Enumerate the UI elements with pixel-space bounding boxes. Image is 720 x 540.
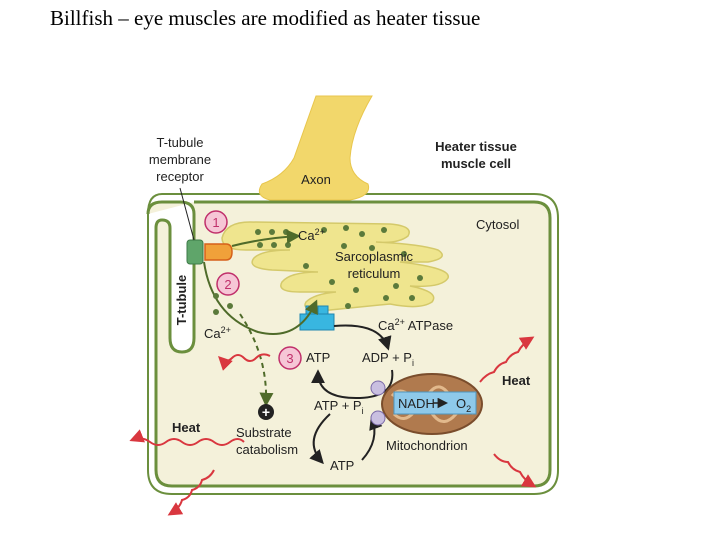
label-substrate-1: Substrate	[236, 425, 292, 440]
label-ca-atpase: Ca2+ ATPase	[378, 317, 453, 333]
label-heat-left: Heat	[172, 420, 201, 435]
label-receptor-2: membrane	[149, 152, 211, 167]
label-atp-bottom: ATP	[330, 458, 354, 473]
axon	[258, 95, 373, 201]
plus-marker	[258, 404, 274, 420]
t-tubule-receptor	[186, 239, 204, 265]
slide-title: Billfish – eye muscles are modified as h…	[50, 6, 481, 30]
label-atp-pi: ATP + Pi	[314, 398, 364, 416]
ca-diffusion-arrow	[203, 261, 318, 335]
step-1: 1	[204, 210, 228, 234]
heat-arrow-5	[493, 453, 537, 488]
atp-hydrolysis-arrow	[333, 324, 392, 351]
label-ca-top: Ca2+	[298, 227, 325, 243]
receptor-pointer	[179, 187, 195, 241]
label-heater-cell-2: muscle cell	[441, 156, 511, 171]
label-heater-cell-1: Heater tissue	[435, 139, 517, 154]
label-t-tubule: T-tubule	[174, 275, 189, 326]
atp-cycle-upper	[311, 369, 394, 400]
label-atp-top: ATP	[306, 350, 330, 365]
label-sr-2: reticulum	[348, 266, 401, 281]
svg-text:2: 2	[224, 277, 231, 292]
heat-arrow-1	[218, 353, 271, 371]
step-3: 3	[278, 346, 302, 370]
label-mitochondrion: Mitochondrion	[386, 438, 468, 453]
label-cytosol: Cytosol	[476, 217, 519, 232]
label-nadh: NADH	[398, 396, 435, 411]
label-receptor-1: T-tubule	[157, 135, 204, 150]
sarcoplasmic-reticulum	[221, 221, 449, 312]
cytosol-calcium-dots	[213, 293, 233, 315]
ryanodine-receptor	[204, 243, 233, 261]
step-2: 2	[216, 272, 240, 296]
heat-arrow-3	[129, 429, 245, 446]
label-substrate-2: catabolism	[236, 442, 298, 457]
label-sr-1: Sarcoplasmic	[335, 249, 414, 264]
label-heat-right: Heat	[502, 373, 531, 388]
label-o2: O2	[456, 396, 471, 414]
label-ca-left: Ca2+	[204, 325, 231, 341]
ca-release-arrow	[231, 229, 301, 247]
svg-text:3: 3	[286, 351, 293, 366]
sr-calcium-dots	[255, 225, 423, 309]
atp-synthase	[370, 380, 386, 426]
svg-text:1: 1	[212, 215, 219, 230]
plus-sign: +	[262, 404, 270, 420]
label-axon: Axon	[301, 172, 331, 187]
atp-cycle-lower	[309, 413, 331, 465]
heat-arrow-2	[479, 336, 535, 383]
heat-arrow-4	[167, 469, 215, 516]
label-receptor-3: receptor	[156, 169, 204, 184]
label-adp-pi: ADP + Pi	[362, 350, 414, 368]
substrate-signal-arrow	[239, 313, 274, 407]
